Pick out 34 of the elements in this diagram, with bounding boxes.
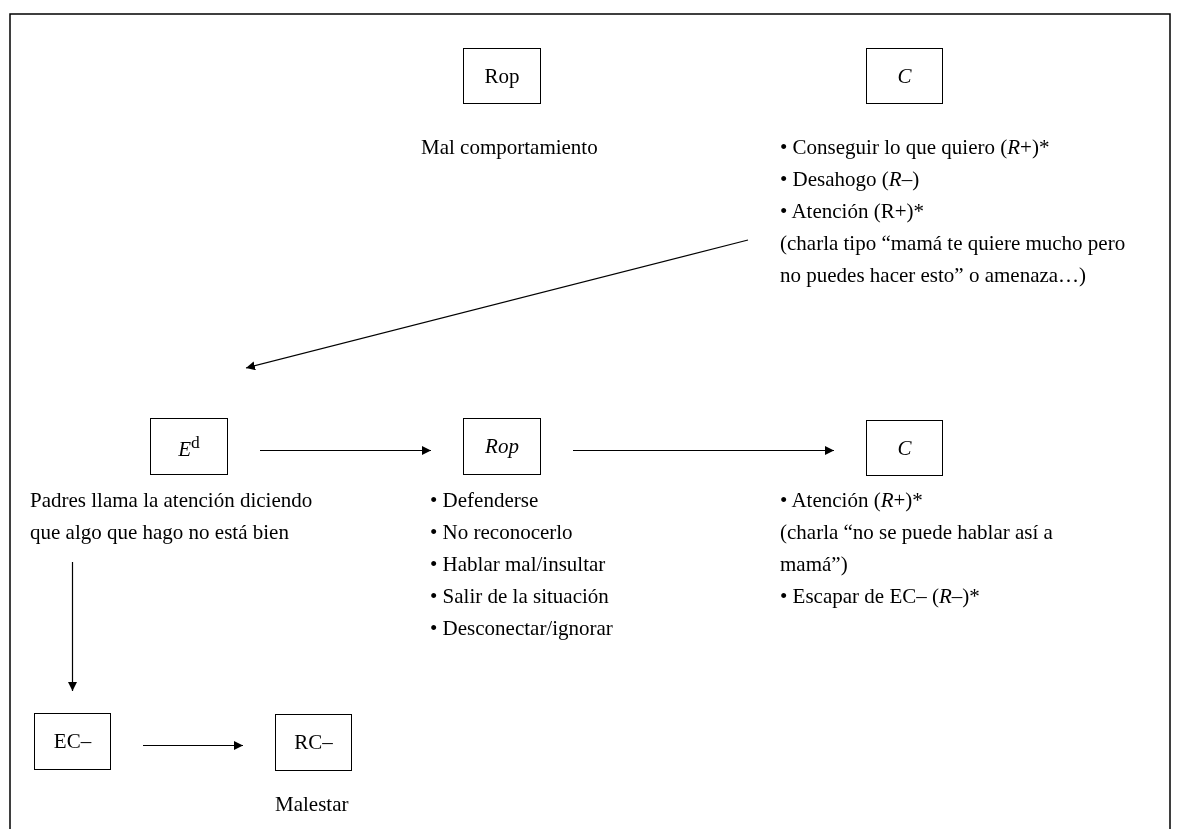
term-box [150,418,228,475]
term-label: Rop [485,434,519,459]
arrow [68,561,77,692]
term-label: C [897,435,912,461]
caption-text: • Desahogo (R–) [780,166,921,193]
caption-text: (charla tipo “mamá te quiere mucho pero no puedes hacer esto” o amenaza…) [780,230,1127,289]
term-box [34,713,111,770]
caption-text: • Salir de la situación [430,583,610,610]
caption-text: • Atención (R+)* [780,198,925,225]
caption-text: • Hablar mal/insultar [430,551,607,578]
caption-text: Malestar [275,791,350,818]
caption-text: Mal comportamiento [421,134,599,161]
caption-text: (charla “no se puede hablar así a mamá”) [780,519,1054,578]
arrow [142,741,244,750]
term-box [275,714,352,771]
caption-text: • Atención (R+)* [780,487,924,514]
term-box [866,48,943,104]
caption-text: Padres llama la atención diciendo que algo que hago no está bien [30,487,314,546]
caption-text: • Conseguir lo que quiero (R+)* [780,134,1051,161]
term-label: C [897,63,912,89]
term-box [463,48,541,104]
term-label: Rop [484,63,520,89]
term-box [866,420,943,476]
term-box [463,418,541,475]
arrow [259,446,432,455]
caption-text: • No reconocerlo [430,519,574,546]
caption-text: • Escapar de EC– (R–)* [780,583,981,610]
term-label: E$^{d}$ [178,431,200,462]
term-label: EC– [53,729,92,754]
term-label: RC– [294,730,333,755]
caption-text: • Desconectar/ignorar [430,615,614,642]
arrow [572,446,835,455]
arrow [245,239,749,371]
caption-text: • Defenderse [430,487,540,514]
